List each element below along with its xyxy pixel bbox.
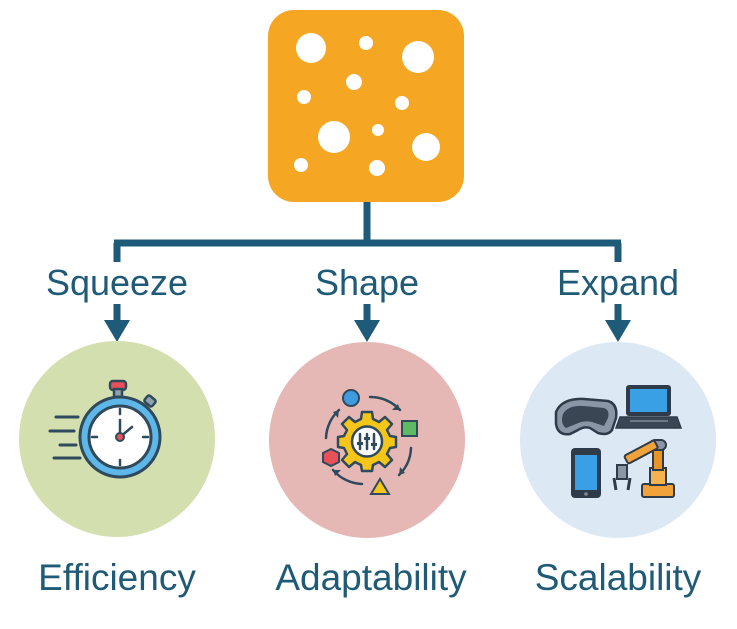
arrow-squeeze — [104, 304, 130, 342]
branch-label-squeeze: Squeeze — [45, 262, 189, 303]
result-label-adaptability: Adaptability — [275, 557, 467, 598]
arrow-expand — [605, 304, 631, 342]
cheese-holes — [294, 33, 440, 176]
result-label-scalability: Scalability — [534, 557, 702, 598]
arrow-shape — [354, 304, 380, 342]
laptop-icon — [614, 385, 683, 429]
branch-label-shape: Shape — [314, 262, 420, 303]
cheese-block-icon — [268, 10, 464, 202]
devices-robot-icon — [554, 385, 683, 498]
gear-process-icon — [322, 389, 418, 495]
vr-headset-icon — [554, 397, 618, 436]
stopwatch-icon — [48, 379, 162, 479]
robot-arm-icon — [612, 439, 675, 498]
scalability-circle — [520, 342, 716, 538]
branch-label-expand: Expand — [556, 262, 680, 303]
result-label-efficiency: Efficiency — [38, 557, 196, 598]
connector-tree — [113, 202, 622, 262]
smartphone-icon — [571, 448, 601, 498]
